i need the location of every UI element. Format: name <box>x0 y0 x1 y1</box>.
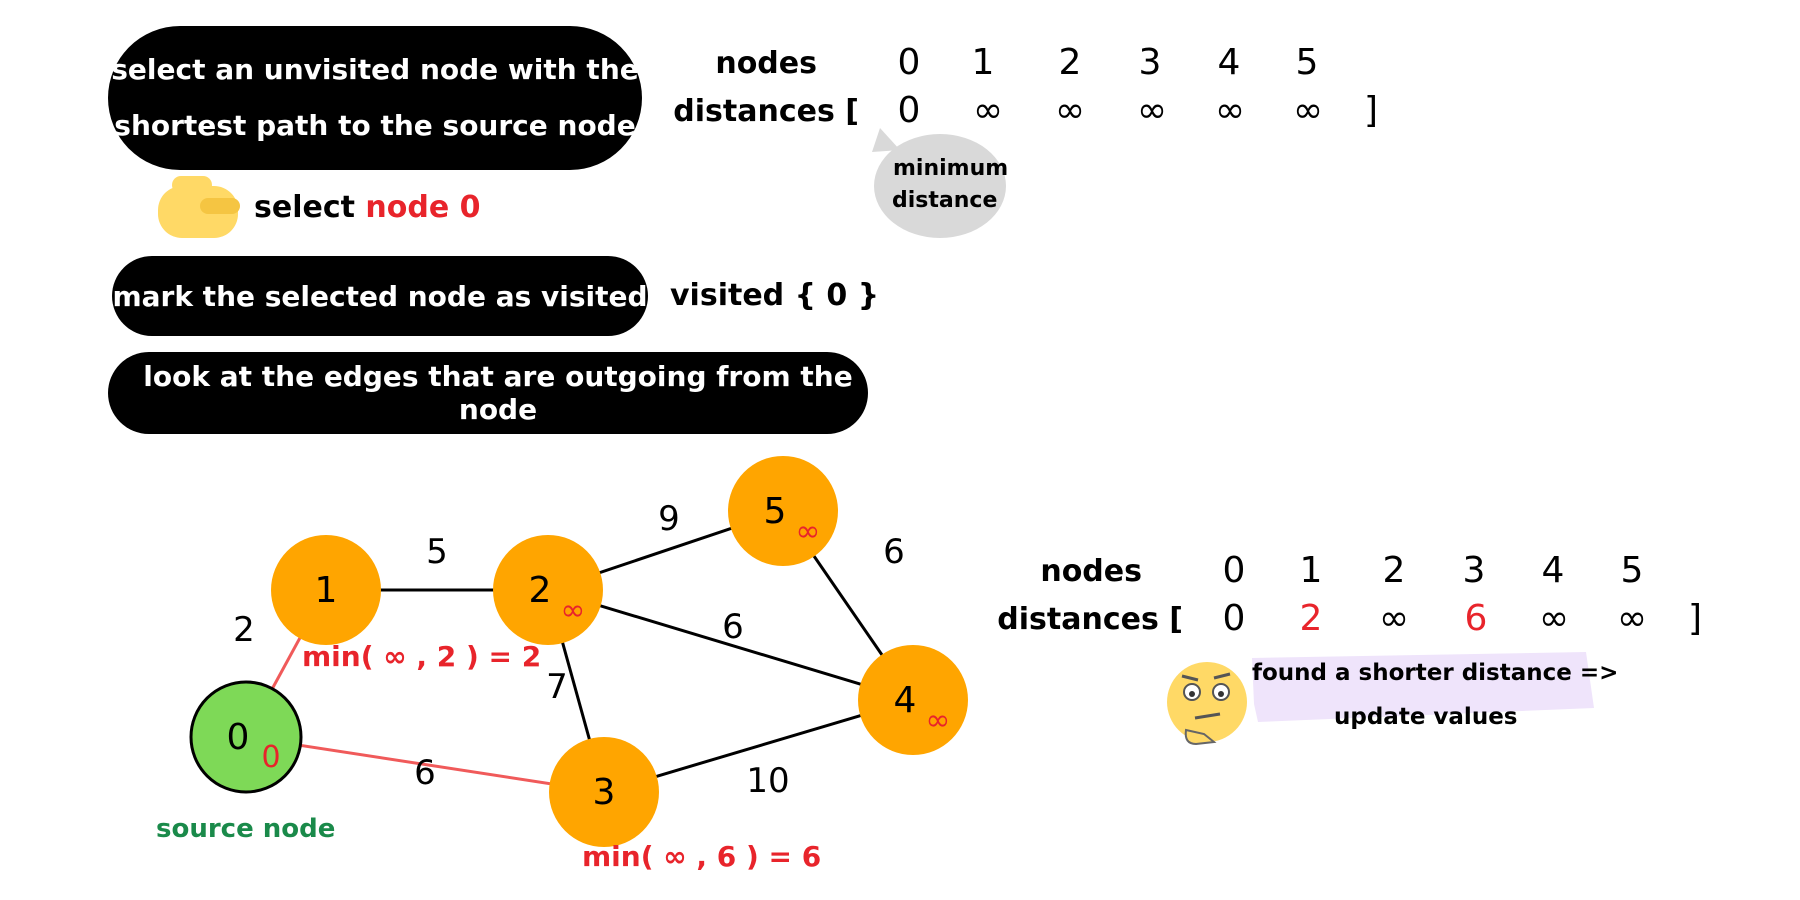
graph-node-5 <box>728 456 838 566</box>
edge-weight-0-1: 2 <box>233 610 255 650</box>
edge-weight-2-4: 6 <box>722 607 744 647</box>
edge-weight-5-4: 6 <box>883 532 905 572</box>
graph-node-label-5: 5 <box>764 491 787 532</box>
top-node-4: 4 <box>1217 42 1241 83</box>
edge-weight-1-2: 5 <box>426 532 448 572</box>
graph-node-dist-2: ∞ <box>561 593 586 628</box>
bottom-node-5: 5 <box>1620 550 1644 591</box>
edge-weight-2-5: 9 <box>658 499 680 539</box>
graph-node-dist-5: ∞ <box>796 514 821 549</box>
bottom-node-4: 4 <box>1541 550 1565 591</box>
top-node-1: 1 <box>971 42 995 83</box>
selection-node: node 0 <box>365 190 481 225</box>
graph-node-label-3: 3 <box>593 772 616 813</box>
bottom-node-0: 0 <box>1222 550 1246 591</box>
edge-2-4 <box>547 588 914 702</box>
top-node-3: 3 <box>1138 42 1162 83</box>
bottom-node-3: 3 <box>1462 550 1486 591</box>
graph-node-3 <box>549 737 659 847</box>
top-dist-2: ∞ <box>1055 90 1085 131</box>
graph-node-label-2: 2 <box>529 570 552 611</box>
edge-0-3 <box>245 735 605 794</box>
top-nodes-row: nodes 0 1 2 3 4 5 <box>0 42 1800 90</box>
graph-node-label-0: 0 <box>227 717 250 758</box>
step-select-line1: select an unvisited node with the <box>111 53 639 86</box>
top-dist-0: 0 <box>897 90 921 131</box>
selection-text: select node 0 <box>254 190 481 225</box>
bottom-close-bracket: ] <box>1687 598 1703 639</box>
bottom-dist-2: ∞ <box>1379 598 1409 639</box>
top-dist-1: ∞ <box>973 90 1003 131</box>
source-node-label: source node <box>156 814 336 844</box>
top-dist-3: ∞ <box>1137 90 1167 131</box>
graph-node-dist-0: 0 <box>261 740 280 775</box>
calc-node-1: min( ∞ , 2 ) = 2 <box>302 640 542 673</box>
bottom-dist-0: 0 <box>1222 598 1246 639</box>
graph-node-label-4: 4 <box>894 680 917 721</box>
bottom-dist-5: ∞ <box>1617 598 1647 639</box>
bottom-nodes-label: nodes <box>1040 554 1142 589</box>
callout-line2: distance <box>892 188 998 213</box>
note-line1: found a shorter distance => <box>1252 660 1619 686</box>
note-line2: update values <box>1334 704 1518 730</box>
top-dist-5: ∞ <box>1293 90 1323 131</box>
top-node-5: 5 <box>1295 42 1319 83</box>
step-look-pill: look at the edges that are outgoing from… <box>108 352 868 434</box>
edge-weight-2-3: 7 <box>546 667 568 707</box>
bottom-distances-label: distances [ <box>997 602 1183 637</box>
bottom-dist-1: 2 <box>1299 598 1323 639</box>
selection-prefix: select <box>254 190 355 225</box>
graph-node-1 <box>271 535 381 645</box>
edge-weight-3-4: 10 <box>746 761 789 801</box>
thinking-face-icon <box>1167 662 1247 746</box>
bottom-dist-4: ∞ <box>1539 598 1569 639</box>
step-mark-pill: mark the selected node as visited <box>112 256 648 336</box>
top-nodes-label: nodes <box>715 46 817 81</box>
top-node-2: 2 <box>1058 42 1082 83</box>
edge-weight-0-3: 6 <box>414 753 436 793</box>
graph-node-dist-4: ∞ <box>926 703 951 738</box>
graph-node-2 <box>493 535 603 645</box>
calc-node-3: min( ∞ , 6 ) = 6 <box>582 840 822 873</box>
callout-line1: minimum <box>893 156 1009 181</box>
bottom-nodes-row: nodes 0 1 2 3 4 5 <box>0 550 1800 598</box>
top-distances-row: distances [ 0 ∞ ∞ ∞ ∞ ∞ ] <box>0 90 1800 138</box>
note-background <box>1252 652 1594 722</box>
graph-node-label-1: 1 <box>315 570 338 611</box>
step-select-line2: shortest path to the source node <box>114 109 636 142</box>
bottom-distances-row: distances [ 0 2 ∞ 6 ∞ ∞ ] <box>0 598 1800 646</box>
graph-node-4 <box>858 645 968 755</box>
top-node-0: 0 <box>897 42 921 83</box>
bottom-dist-3: 6 <box>1464 598 1488 639</box>
bottom-node-2: 2 <box>1382 550 1406 591</box>
graph-node-0 <box>189 680 303 794</box>
top-dist-4: ∞ <box>1215 90 1245 131</box>
top-close-bracket: ] <box>1363 90 1379 131</box>
visited-set: visited { 0 } <box>670 278 880 313</box>
callout-bubble <box>872 128 1006 238</box>
top-distances-label: distances [ <box>673 94 859 129</box>
bottom-node-1: 1 <box>1299 550 1323 591</box>
step-select-pill: select an unvisited node with the shorte… <box>108 26 642 170</box>
pointing-hand-icon <box>158 176 240 238</box>
